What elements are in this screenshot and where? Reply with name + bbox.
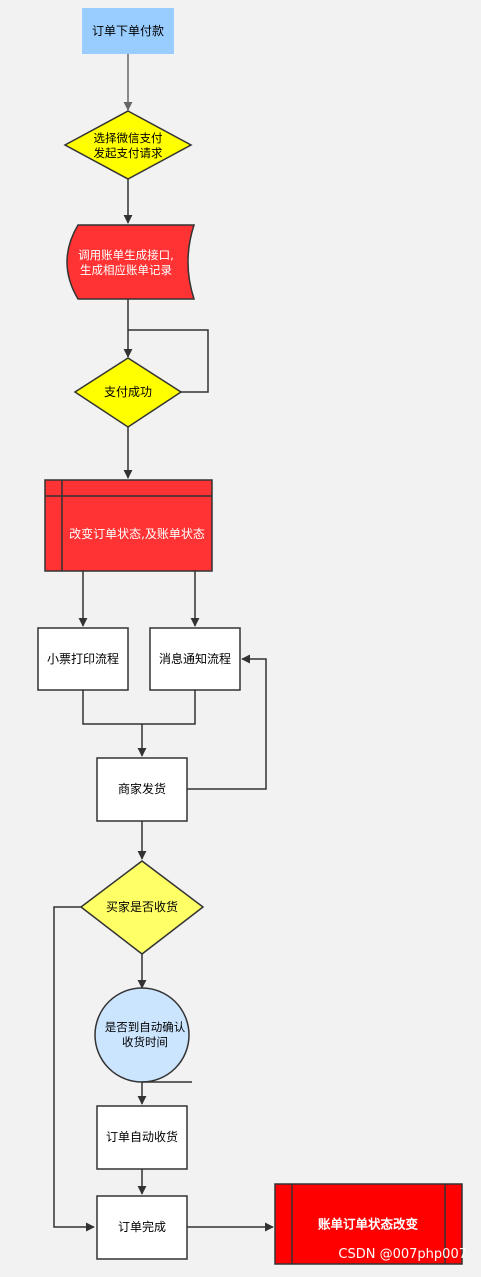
watermark: CSDN @007php007 [338, 1247, 467, 1262]
node-choose-wechat-label-2: 发起支付请求 [94, 146, 163, 160]
node-order-complete-label: 订单完成 [118, 1219, 166, 1234]
node-receipt-print [37, 627, 129, 691]
node-buyer-received-label: 买家是否收货 [106, 899, 178, 914]
node-message-notify-label: 消息通知流程 [159, 651, 231, 666]
node-choose-wechat-label-1: 选择微信支付 [94, 131, 163, 145]
node-receipt-print-label: 小票打印流程 [47, 651, 119, 666]
node-buyer-received [79, 860, 205, 955]
edge-merge-to-ship [82, 690, 196, 725]
node-merchant-ship [96, 757, 188, 822]
node-order-complete [96, 1195, 188, 1260]
node-bill-order-change-label: 账单订单状态改变 [318, 1217, 419, 1232]
node-merchant-ship-label: 商家发货 [118, 781, 166, 796]
node-pay-success-label: 支付成功 [104, 385, 152, 399]
edge-paysuccess-loop [128, 329, 209, 393]
node-call-bill-api [66, 224, 196, 300]
node-bill-order-change [274, 1183, 463, 1265]
node-auto-confirm-label-1: 是否到自动确认 [105, 1020, 186, 1034]
node-pay-success [73, 357, 183, 428]
node-auto-receive [96, 1105, 188, 1170]
node-call-bill-api-label-1: 调用账单生成接口, [78, 248, 174, 262]
edge-ship-to-notify [187, 654, 267, 790]
node-auto-confirm-label-2: 收货时间 [122, 1035, 168, 1049]
connectors [53, 54, 274, 1232]
node-message-notify [149, 627, 241, 691]
node-change-status [44, 479, 213, 572]
node-order-pay-label: 订单下单付款 [92, 24, 164, 38]
node-change-status-label: 改变订单状态,及账单状态 [69, 526, 205, 541]
node-auto-receive-label: 订单自动收货 [106, 1129, 178, 1144]
node-call-bill-api-label-2: 生成相应账单记录 [80, 263, 172, 277]
edge-buyer-to-complete [53, 906, 95, 1232]
node-choose-wechat [63, 110, 193, 180]
node-order-pay [82, 8, 174, 54]
